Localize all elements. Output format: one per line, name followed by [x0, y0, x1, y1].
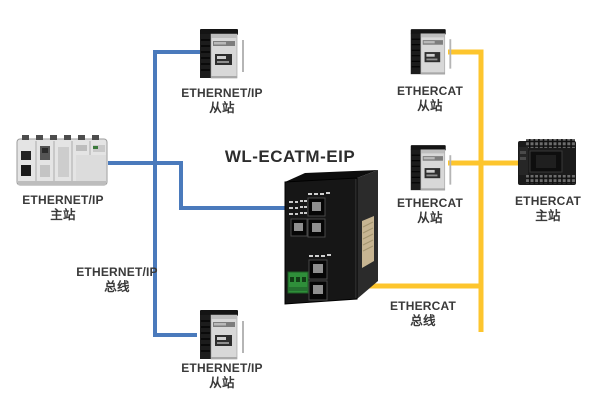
label-line: 从站	[209, 101, 235, 115]
label-ecat-master: ETHERCAT 主站	[478, 194, 600, 224]
label-line: 从站	[417, 99, 443, 113]
eip-slave-top-device-icon	[200, 29, 244, 79]
label-ecat-bus: ETHERCAT 总线	[353, 299, 493, 329]
ecat-slave-top-device-icon	[410, 29, 452, 75]
label-line: ETHERCAT	[389, 299, 457, 313]
ecat-slave-mid-device-icon	[410, 145, 452, 191]
gateway-eip-ports	[290, 197, 326, 238]
label-line: ETHERCAT	[514, 194, 582, 208]
eip-master-device-icon	[16, 135, 108, 186]
label-line: ETHERNET/IP	[76, 265, 158, 279]
label-line: ETHERNET/IP	[181, 361, 263, 375]
label-line: ETHERNET/IP	[22, 193, 104, 207]
gateway-ecat-ports	[308, 259, 328, 301]
gateway-device-icon	[284, 170, 378, 305]
label-eip-slave-top: ETHERNET/IP 从站	[152, 86, 292, 116]
label-line: 总线	[104, 280, 130, 294]
label-line: ETHERNET/IP	[181, 86, 263, 100]
gateway-power-terminal	[287, 271, 309, 294]
eip-bus-line-master-to-gateway	[108, 161, 287, 210]
label-line: ETHERCAT	[396, 196, 464, 210]
eip-slave-bottom-device-icon	[200, 310, 244, 360]
label-line: 从站	[209, 376, 235, 390]
label-line: 主站	[50, 208, 76, 222]
eip-bus-line-main	[153, 50, 200, 337]
label-line: 从站	[417, 211, 443, 225]
label-line: 主站	[535, 209, 561, 223]
ecat-bus-line-main	[448, 49, 484, 332]
gateway-title: WL-ECATM-EIP	[224, 147, 356, 166]
ecat-master-device-icon	[518, 139, 576, 185]
label-eip-master: ETHERNET/IP 主站	[0, 193, 126, 223]
label-line: 总线	[410, 314, 436, 328]
label-eip-slave-bottom: ETHERNET/IP 从站	[152, 361, 292, 391]
label-eip-bus: ETHERNET/IP 总线	[47, 265, 187, 295]
label-line: ETHERCAT	[396, 84, 464, 98]
label-ecat-slave-mid: ETHERCAT 从站	[360, 196, 500, 226]
label-ecat-slave-top: ETHERCAT 从站	[360, 84, 500, 114]
